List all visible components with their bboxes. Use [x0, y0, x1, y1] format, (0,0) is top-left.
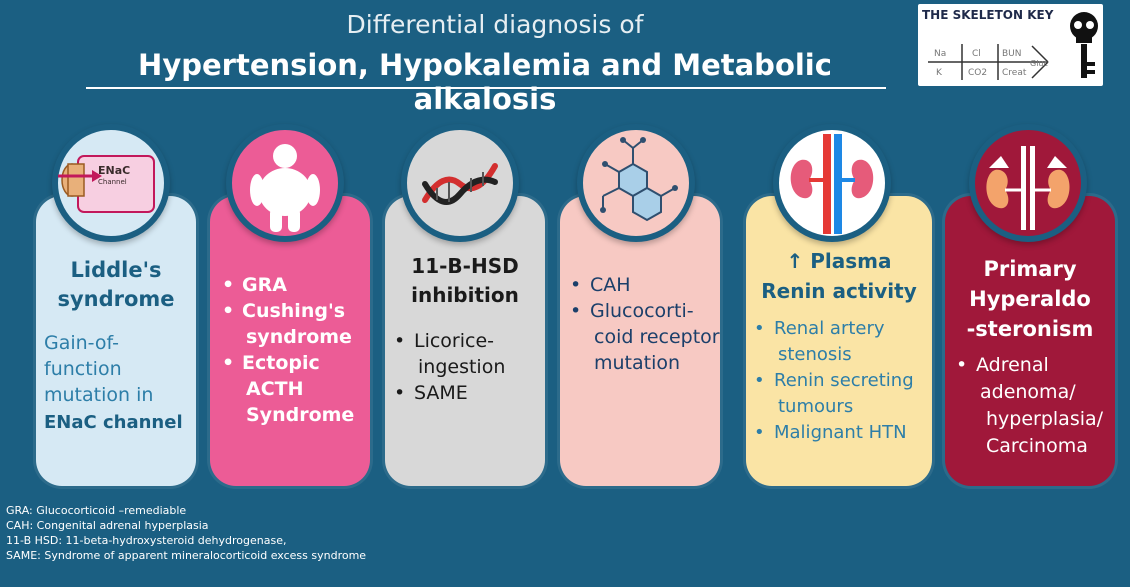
card-4-item-cah: CAH	[568, 272, 720, 298]
enac-sublabel: Channel	[98, 178, 127, 186]
card-4-item-glucocorticoid-cont-1: coid receptor	[594, 326, 720, 348]
logo-cl: Cl	[972, 49, 981, 59]
card-3-item-licorice: Licorice-	[392, 328, 505, 354]
card-5-heading-line-1: ↑ Plasma	[786, 249, 892, 273]
card-primary-hyperaldosteronism	[945, 196, 1115, 486]
enac-channel-icon	[58, 155, 155, 213]
kidney-vessels-icon	[790, 134, 874, 234]
footnote-gra: GRA: Glucocorticoid –remediable	[6, 504, 187, 517]
card-3-item-same: SAME	[392, 380, 505, 406]
logo-na: Na	[934, 49, 946, 59]
skeleton-key-logo: Na Cl BUN K CO2 Creat Gluc THE SKELETON …	[918, 4, 1103, 86]
logo-creat: Creat	[1002, 68, 1027, 78]
card-1-body-line-3: mutation in	[44, 384, 154, 406]
card-2-item-ectopic-cont-2: Syndrome	[246, 404, 355, 426]
card-1-body-emphasis: ENaC channel	[44, 412, 183, 433]
card-1-body: Gain-of- function mutation in ENaC chann…	[44, 330, 183, 436]
card-1-heading: Liddle's syndrome	[36, 256, 196, 314]
card-4-item-glucocorticoid: Glucocorti-	[568, 298, 720, 324]
logo-bun: BUN	[1002, 49, 1022, 59]
card-4-item-glucocorticoid-cont-2: mutation	[594, 352, 681, 374]
card-3-item-licorice-cont: ingestion	[418, 356, 506, 378]
card-2-item-gra: GRA	[220, 272, 354, 298]
logo-title: THE SKELETON KEY	[922, 8, 1054, 22]
card-2-item-cushings: Cushing's	[220, 298, 354, 324]
card-1-heading-line-2: syndrome	[57, 287, 175, 311]
footnote-same: SAME: Syndrome of apparent mineralocorti…	[6, 549, 367, 562]
logo-gluc: Gluc	[1030, 59, 1048, 68]
card-6-list: Adrenal adenoma/ hyperplasia/ Carcinoma	[954, 352, 1103, 460]
title-underline	[86, 87, 886, 89]
card-2-list: GRA Cushing's syndrome Ectopic ACTH Synd…	[220, 272, 354, 428]
card-1-icon-circle: ENaC Channel	[52, 124, 170, 242]
card-1-heading-line-1: Liddle's	[70, 258, 162, 282]
footnote-11b-hsd: 11-B HSD: 11-beta-hydroxysteroid dehydro…	[6, 534, 287, 547]
enac-label: ENaC	[98, 164, 131, 177]
card-6-icon-circle	[969, 124, 1087, 242]
card-6-item-adrenal-cont-2: hyperplasia/	[986, 408, 1104, 430]
card-3-icon-circle	[401, 124, 519, 242]
card-6-item-adrenal: Adrenal	[954, 352, 1103, 379]
card-6-heading-line-3: -steronism	[966, 317, 1094, 341]
dna-helix-icon	[422, 163, 498, 205]
card-6-item-adrenal-cont-1: adenoma/	[980, 381, 1076, 403]
card-6-item-adrenal-cont-3: Carcinoma	[986, 435, 1088, 457]
card-2-item-cushings-cont: syndrome	[246, 326, 352, 348]
title-line-1: Differential diagnosis of	[346, 10, 644, 39]
card-5-item-renal-artery: Renal artery	[752, 316, 914, 342]
card-1-body-line-1: Gain-of-	[44, 332, 120, 354]
skull-key-icon: Na Cl BUN K CO2 Creat Gluc	[928, 12, 1098, 80]
card-3-heading: 11-B-HSD inhibition	[385, 252, 545, 310]
card-1-body-line-2: function	[44, 358, 122, 380]
card-3-heading-line-1: 11-B-HSD	[411, 254, 519, 278]
card-3-list: Licorice- ingestion SAME	[392, 328, 505, 406]
card-2-item-ectopic-cont-1: ACTH	[246, 378, 304, 400]
card-5-heading-line-2: Renin activity	[761, 279, 917, 303]
logo-k: K	[936, 68, 943, 78]
footnotes: GRA: Glucocorticoid –remediable CAH: Con…	[6, 503, 366, 563]
adrenal-kidney-icon	[986, 146, 1070, 230]
card-5-item-renin-secreting: Renin secreting	[752, 368, 914, 394]
card-6-heading: Primary Hyperaldo -steronism	[945, 254, 1115, 344]
card-5-item-renin-secreting-cont: tumours	[778, 396, 854, 417]
card-2-item-ectopic: Ectopic	[220, 350, 354, 376]
card-cah	[560, 196, 720, 486]
obese-person-icon	[250, 144, 320, 232]
page-title: Hypertension, Hypokalemia and Metabolic …	[138, 48, 832, 116]
card-4-list: CAH Glucocorti- coid receptor mutation	[568, 272, 720, 376]
footnote-cah: CAH: Congenital adrenal hyperplasia	[6, 519, 209, 532]
card-5-item-malignant-htn: Malignant HTN	[752, 420, 914, 446]
card-5-heading: ↑ Plasma Renin activity	[746, 246, 932, 306]
card-liddles-syndrome	[36, 196, 196, 486]
card-5-list: Renal artery stenosis Renin secreting tu…	[752, 316, 914, 446]
card-6-heading-line-2: Hyperaldo	[969, 287, 1091, 311]
logo-co2: CO2	[968, 68, 987, 78]
molecule-icon	[600, 137, 678, 222]
card-5-icon-circle	[773, 124, 891, 242]
card-3-heading-line-2: inhibition	[411, 283, 519, 307]
card-2-icon-circle	[226, 124, 344, 242]
card-4-icon-circle	[577, 124, 695, 242]
card-gra-cushings	[210, 196, 370, 486]
card-6-heading-line-1: Primary	[983, 257, 1077, 281]
card-5-item-renal-artery-cont: stenosis	[778, 344, 852, 365]
